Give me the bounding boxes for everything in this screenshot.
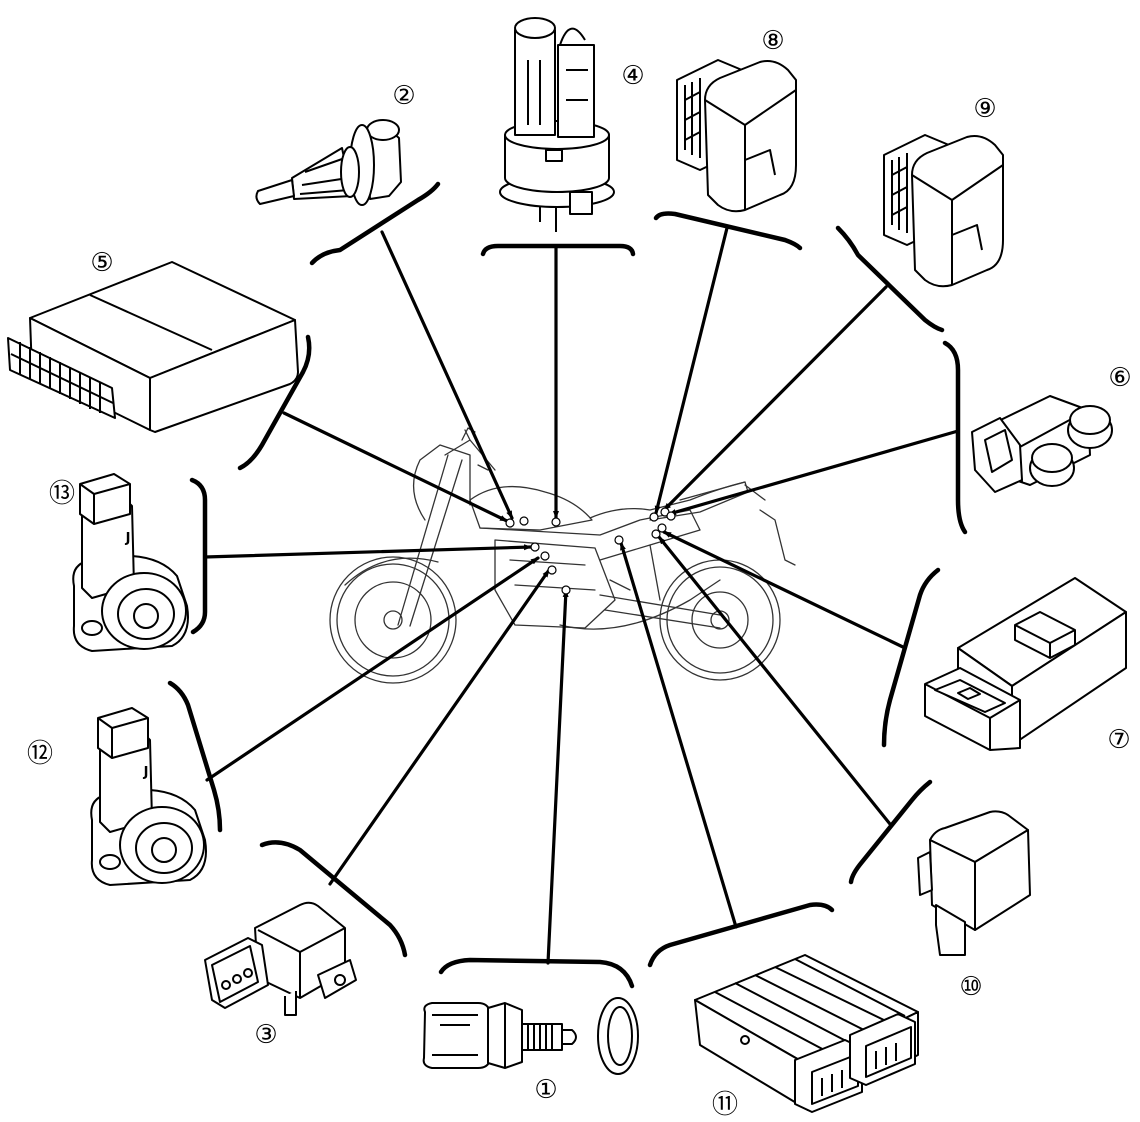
callout-10: ⑩ bbox=[959, 972, 982, 1002]
callout-1: ① bbox=[534, 1075, 557, 1105]
callout-3: ③ bbox=[254, 1020, 277, 1050]
callout-4: ④ bbox=[621, 61, 644, 91]
connection-point bbox=[562, 586, 570, 594]
connection-point bbox=[541, 552, 549, 560]
connection-point bbox=[548, 566, 556, 574]
callout-7: ⑦ bbox=[1107, 725, 1130, 755]
connection-point bbox=[650, 513, 658, 521]
bracket-6 bbox=[945, 343, 965, 532]
callout-13: ⑬ bbox=[49, 479, 75, 509]
leader-line-5 bbox=[284, 413, 507, 521]
part-13-marking: J bbox=[125, 531, 131, 546]
part-8-drawing bbox=[677, 60, 796, 211]
part-13-drawing: J bbox=[73, 474, 188, 651]
bracket-13 bbox=[192, 480, 205, 632]
leader-line-2 bbox=[382, 232, 512, 518]
connection-point bbox=[652, 530, 660, 538]
callout-11: ⑪ bbox=[712, 1090, 738, 1120]
part-4-drawing bbox=[500, 18, 614, 232]
connection-point bbox=[552, 518, 560, 526]
connection-point bbox=[520, 517, 528, 525]
leader-line-1 bbox=[548, 590, 566, 963]
part-5-drawing bbox=[8, 262, 298, 432]
bracket-1 bbox=[441, 960, 632, 986]
leader-line-11 bbox=[621, 543, 736, 927]
callout-6: ⑥ bbox=[1108, 363, 1131, 393]
part-6-drawing bbox=[972, 396, 1112, 492]
part-2-drawing bbox=[256, 120, 401, 205]
part-3-drawing bbox=[205, 903, 356, 1015]
leader-line-8 bbox=[656, 228, 727, 513]
callout-12: ⑫ bbox=[27, 739, 53, 769]
bracket-8 bbox=[656, 214, 800, 249]
connection-point bbox=[531, 543, 539, 551]
part-11-drawing bbox=[695, 955, 918, 1112]
connection-point bbox=[615, 536, 623, 544]
connection-point bbox=[506, 519, 514, 527]
leader-line-3 bbox=[330, 570, 549, 884]
part-9-drawing bbox=[884, 135, 1003, 286]
callout-5: ⑤ bbox=[90, 248, 113, 278]
part-12-drawing: J bbox=[91, 708, 206, 885]
part-7-drawing bbox=[925, 578, 1126, 750]
part-12-marking: J bbox=[143, 765, 149, 780]
callout-2: ② bbox=[392, 81, 415, 111]
bracket-4 bbox=[483, 246, 633, 254]
callout-8: ⑧ bbox=[761, 26, 784, 56]
callout-9: ⑨ bbox=[973, 94, 996, 124]
connection-point bbox=[667, 512, 675, 520]
leader-line-13 bbox=[205, 547, 531, 557]
part-10-drawing bbox=[918, 811, 1030, 955]
leader-line-12 bbox=[207, 558, 538, 780]
part-1-drawing bbox=[424, 998, 638, 1074]
leader-line-6 bbox=[669, 431, 958, 514]
leader-line-9 bbox=[664, 287, 886, 510]
